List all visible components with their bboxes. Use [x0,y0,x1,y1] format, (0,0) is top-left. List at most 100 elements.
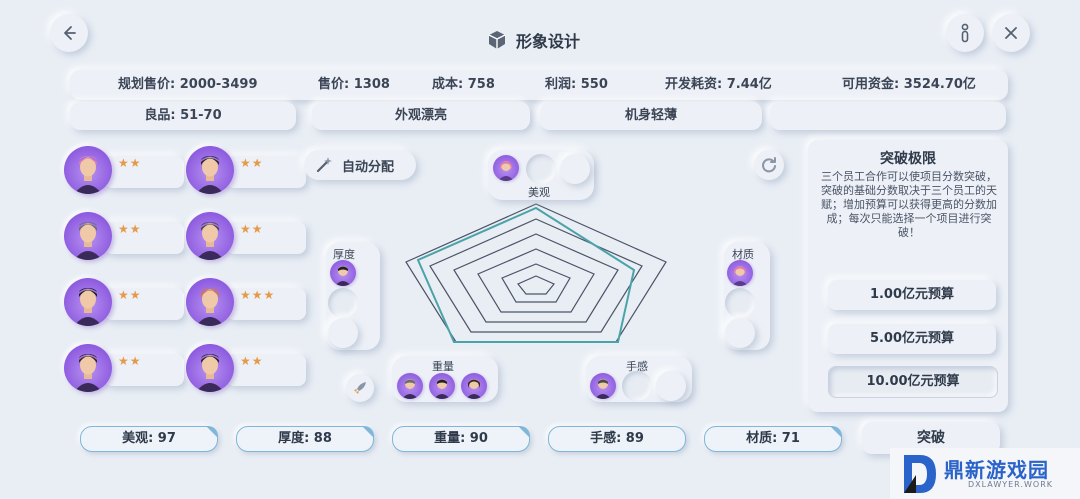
empty-slot[interactable] [725,288,755,318]
assigned-staff-avatar[interactable] [429,373,455,399]
boost-button[interactable] [346,374,374,402]
score-text: 美观: 97 [122,431,176,446]
empty-slot[interactable] [526,154,556,184]
staff-portrait-icon [196,354,224,392]
logo-text: 鼎新游戏园 [944,458,1049,482]
staff-portrait-icon [595,379,611,399]
score-text: 材质: 71 [746,431,800,446]
staff-star-rating: ★★ [240,354,264,368]
auto-assign-button[interactable]: 自动分配 [304,150,416,180]
radar-chart [405,203,667,343]
score-text: 手感: 89 [590,431,644,446]
empty-slot[interactable] [328,288,358,318]
feature-tag: 机身轻薄 [540,102,762,130]
radar-grid [405,203,667,343]
price: 售价: 1308 [318,77,390,92]
staff-card[interactable] [104,354,184,386]
score-corner-marker [518,426,530,438]
title-bar: 形象设计 [486,26,580,54]
logo-mark-icon [904,455,936,493]
staff-portrait-icon [74,354,102,392]
empty-slot[interactable] [560,154,590,184]
magic-wand-icon [316,157,332,173]
available-funds: 可用资金: 3524.70亿 [842,77,976,92]
empty-slot[interactable] [622,371,652,401]
refresh-button[interactable] [754,150,784,180]
staff-card[interactable] [104,156,184,188]
arrow-left-icon [64,26,76,40]
staff-star-rating: ★★ [118,354,142,368]
staff-portrait-icon [402,379,418,399]
feature-tag-empty [770,102,1006,130]
staff-portrait-icon [196,288,224,326]
panel-title: 突破极限 [880,151,936,167]
assigned-staff-avatar[interactable] [493,155,519,181]
staff-avatar[interactable] [186,212,234,260]
score-corner-marker [362,426,374,438]
dev-cost: 开发耗资: 7.44亿 [665,77,772,92]
staff-star-rating: ★★ [118,288,142,302]
staff-card[interactable] [104,288,184,320]
staff-star-rating: ★★ [118,156,142,170]
score-text: 重量: 90 [434,431,488,446]
staff-card[interactable] [226,156,306,188]
rocket-icon [354,382,366,394]
radar-label-thickness: 厚度 [333,248,355,261]
staff-card[interactable] [226,288,306,320]
score-appearance: 美观: 97 [80,426,218,452]
back-button[interactable] [50,14,88,52]
radar-label-appearance: 美观 [528,186,550,199]
cost: 成本: 758 [432,77,495,92]
assigned-staff-avatar[interactable] [590,373,616,399]
staff-card[interactable] [104,222,184,254]
staff-star-rating: ★★ [240,222,264,236]
panel-description: 三个员工合作可以使项目分数突破，突破的基础分数取决于三个员工的天赋；增加预算可以… [821,170,997,239]
budget-option-10[interactable]: 10.00亿元预算 [828,366,998,398]
breakthrough-panel: 突破极限 三个员工合作可以使项目分数突破，突破的基础分数取决于三个员工的天赋；增… [808,140,1008,412]
score-weight: 重量: 90 [392,426,530,452]
radar-score-shape [416,206,636,343]
budget-option-5[interactable]: 5.00亿元预算 [828,324,996,354]
staff-portrait-icon [335,266,351,286]
empty-slot[interactable] [328,318,358,348]
assigned-staff-avatar[interactable] [397,373,423,399]
staff-star-rating: ★★ [118,222,142,236]
staff-avatar[interactable] [64,146,112,194]
info-icon [961,23,969,43]
staff-portrait-icon [732,266,748,286]
stats-bar: 规划售价: 2000-3499 售价: 1308 成本: 758 利润: 550… [70,70,1008,100]
auto-assign-label: 自动分配 [342,159,395,175]
staff-portrait-icon [466,379,482,399]
staff-avatar[interactable] [64,212,112,260]
score-material: 材质: 71 [704,426,842,452]
assigned-staff-avatar[interactable] [330,260,356,286]
quality-range: 良品: 51-70 [70,102,296,130]
staff-avatar[interactable] [186,146,234,194]
feature-tag: 外观漂亮 [312,102,530,130]
logo-subtext: DXLAWYER.WORK [968,480,1053,489]
staff-card[interactable] [226,354,306,386]
staff-portrait-icon [196,222,224,260]
watermark-logo: 鼎新游戏园 DXLAWYER.WORK [890,448,1080,499]
staff-avatar[interactable] [186,278,234,326]
budget-option-1[interactable]: 1.00亿元预算 [828,280,996,310]
assigned-staff-avatar[interactable] [461,373,487,399]
assigned-staff-avatar[interactable] [727,260,753,286]
empty-slot[interactable] [656,371,686,401]
radar-label-weight: 重量 [432,360,454,373]
staff-avatar[interactable] [64,344,112,392]
close-button[interactable] [992,14,1030,52]
staff-portrait-icon [74,222,102,260]
radar-label-feel: 手感 [626,360,648,373]
info-button[interactable] [946,14,984,52]
score-corner-marker [830,426,842,438]
page-title: 形象设计 [516,32,581,51]
empty-slot[interactable] [725,318,755,348]
score-feel: 手感: 89 [548,426,686,452]
staff-portrait-icon [74,156,102,194]
staff-avatar[interactable] [64,278,112,326]
staff-star-rating: ★★★ [240,288,276,302]
staff-portrait-icon [434,379,450,399]
staff-avatar[interactable] [186,344,234,392]
staff-card[interactable] [226,222,306,254]
